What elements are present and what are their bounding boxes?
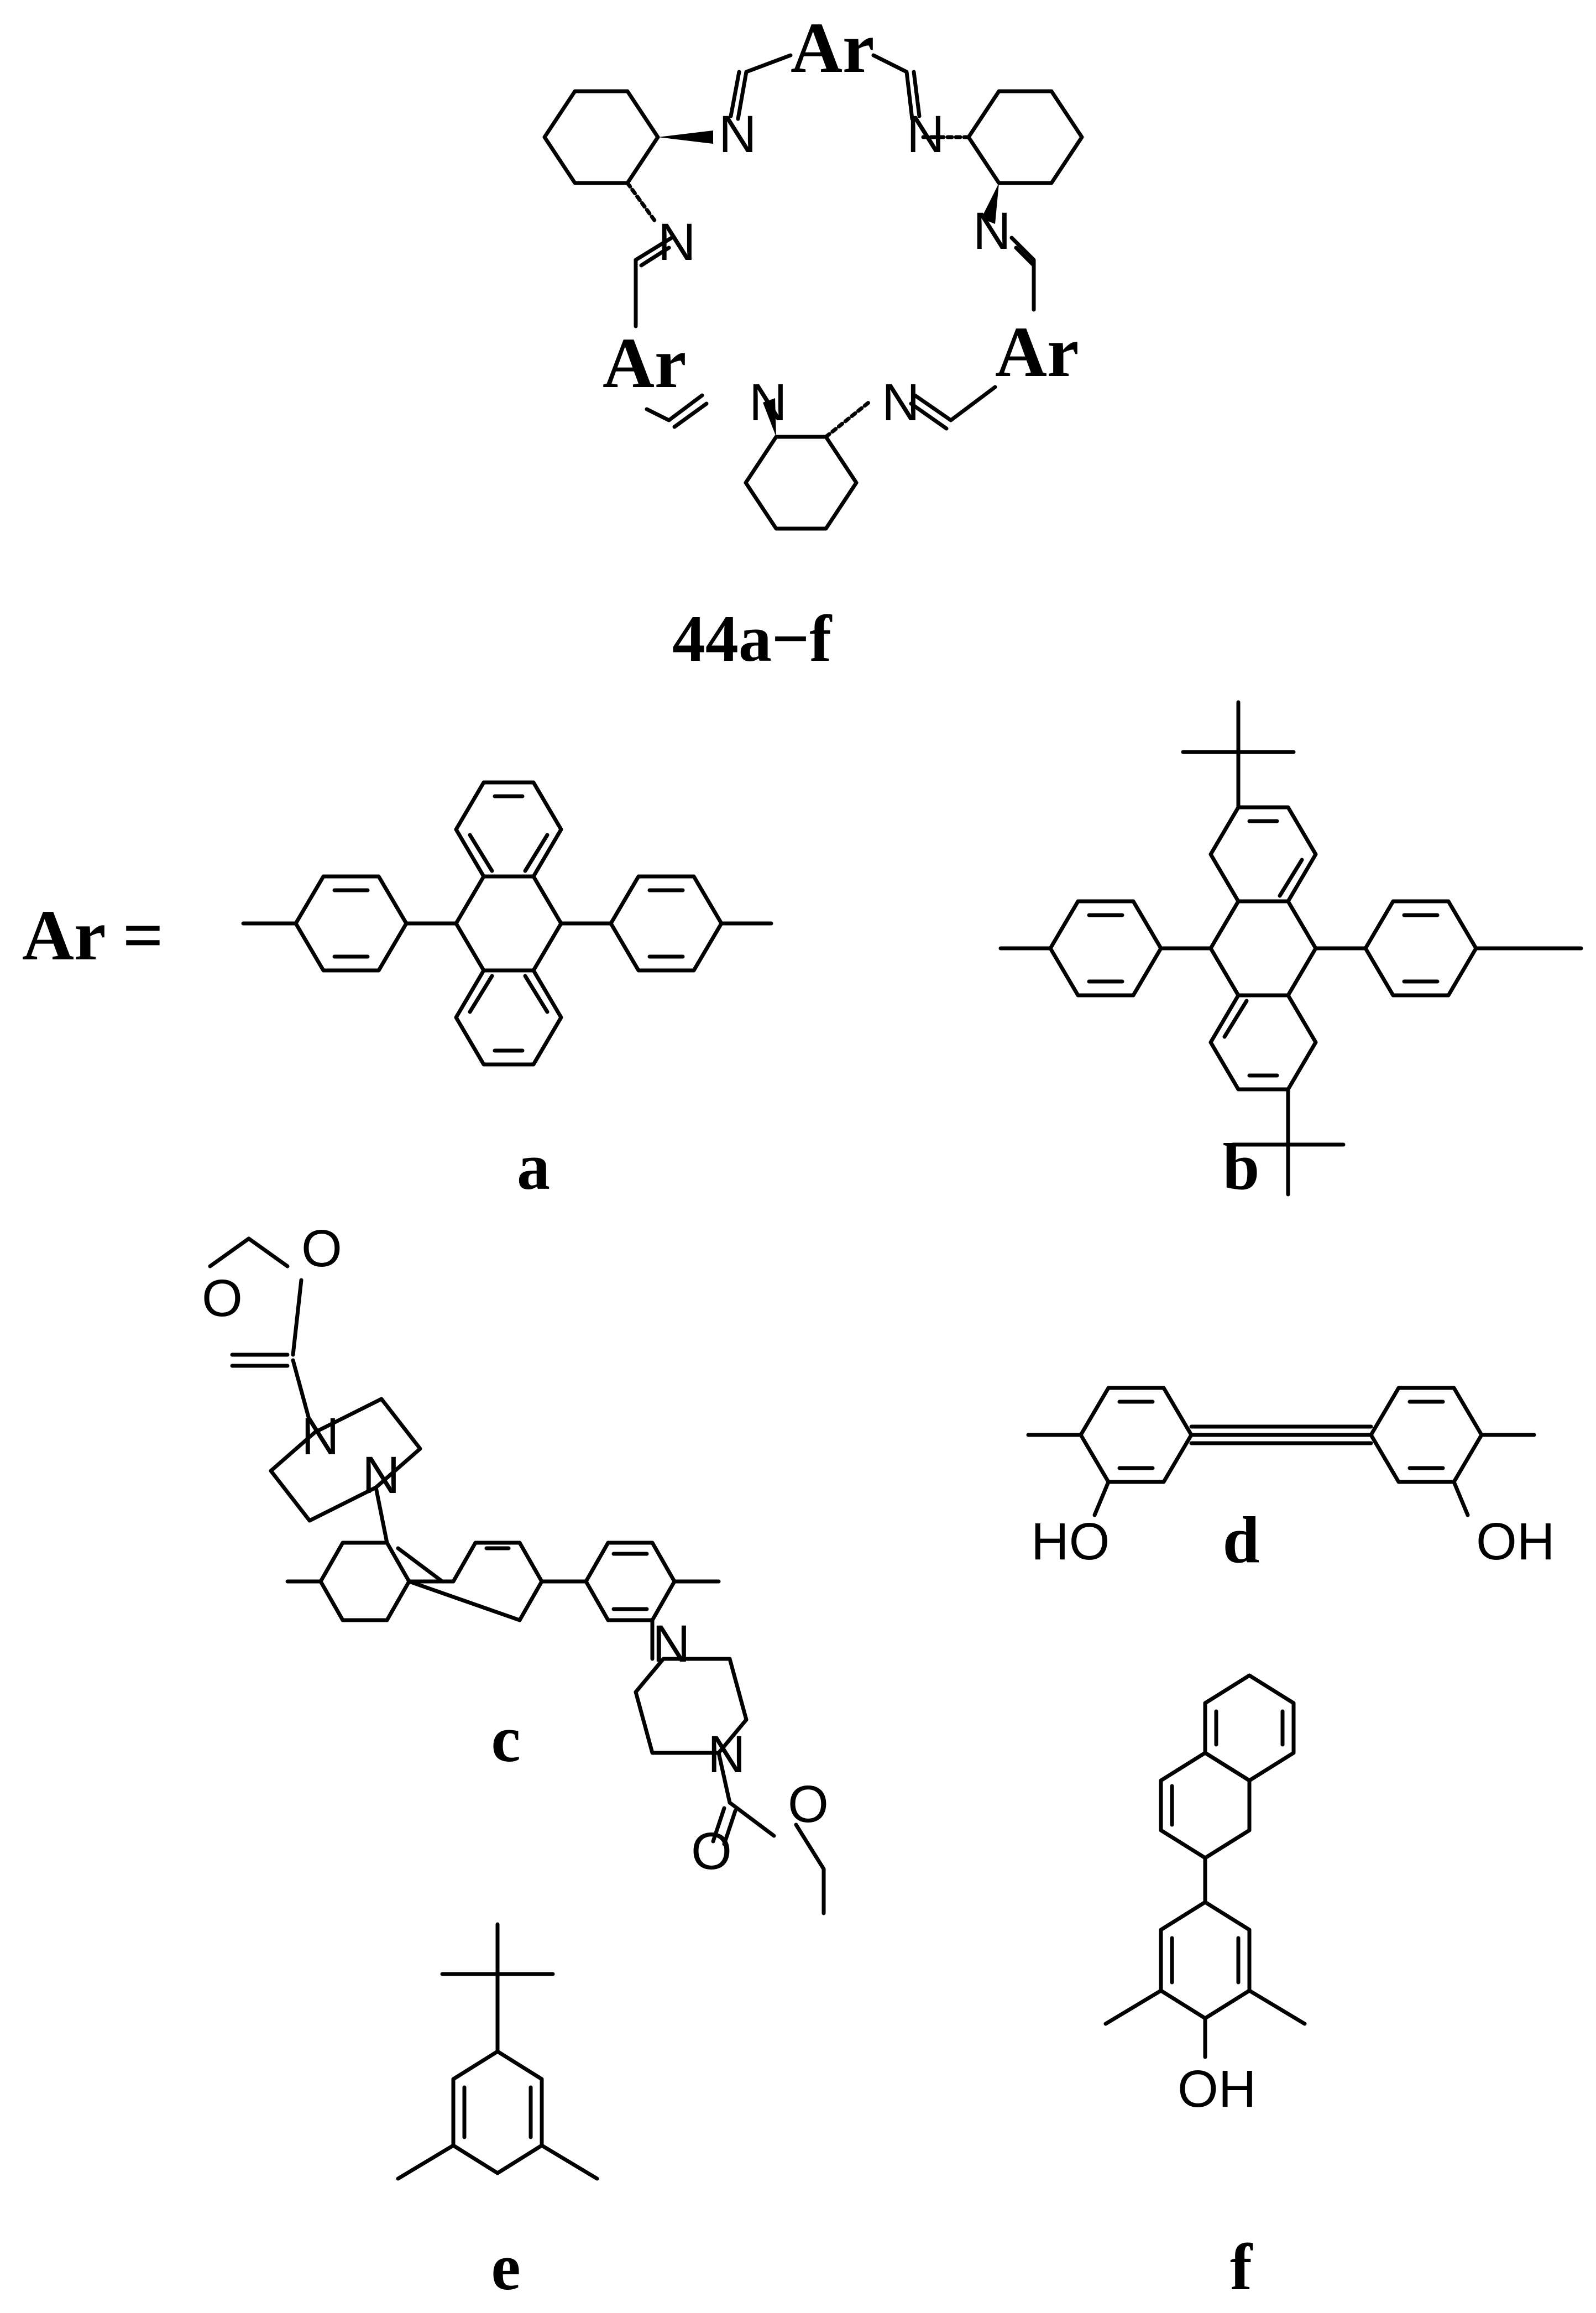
hydroxyl-label: OH [1476, 1512, 1555, 1571]
panel-label-d: d [1223, 1503, 1260, 1576]
ar-label-right: Ar [995, 312, 1079, 392]
nitrogen-label: N [973, 202, 1011, 260]
structure-e [396, 1922, 599, 2181]
ar-label-left: Ar [603, 323, 687, 403]
structure-d [1026, 1386, 1536, 1517]
wedge-bond [763, 398, 776, 437]
anthracene-bottom [454, 968, 563, 1067]
imine-linker-left [634, 236, 674, 328]
macrocycle-structure: N N N N N N Ar Ar Ar [542, 8, 1084, 531]
nitrogen-label: N [362, 1446, 400, 1505]
phenyl-ring [451, 2049, 544, 2175]
oxygen-label: O [788, 1775, 829, 1834]
imine-double-bond [672, 401, 709, 429]
oxygen-label: O [691, 1822, 732, 1881]
anthracene-top [454, 780, 563, 879]
ethyl-group [794, 1823, 826, 1915]
ar-label-top: Ar [791, 8, 875, 88]
wedge-bond [658, 130, 713, 144]
naphthalene-ring [1203, 1673, 1296, 1783]
compound-label: 44a−f [672, 602, 833, 675]
imine-double-bond [1014, 246, 1036, 268]
wedge-bond [981, 183, 999, 224]
nitrogen-label: N [882, 373, 920, 432]
oxygen-label: O [202, 1269, 243, 1328]
nitrogen-label: N [719, 105, 757, 164]
panel-label-c: c [491, 1702, 520, 1776]
hydroxyl-label: HO [1031, 1512, 1110, 1571]
phenyl-ring [407, 1541, 544, 1622]
imine-linker-top-left [736, 53, 793, 121]
panel-label-e: e [491, 2230, 520, 2304]
nitrogen-label: N [301, 1407, 339, 1466]
cyclohexane-top-right [966, 89, 1084, 185]
hydroxyl-label: OH [1178, 2060, 1257, 2118]
imine-double-bond [909, 401, 949, 431]
imine-linker-right [1009, 236, 1036, 312]
structure-f [1103, 1673, 1307, 2059]
cyclohexane-bottom [744, 435, 859, 531]
panel-label-a: a [517, 1130, 550, 1203]
imine-linker-bottom-right [913, 385, 997, 422]
oxygen-label: O [301, 1219, 342, 1278]
imine-double-bond [912, 70, 922, 118]
panel-label-f: f [1230, 2230, 1253, 2304]
nitrogen-label: N [749, 373, 787, 432]
ar-definition: Ar = [22, 896, 164, 975]
hash-bond [824, 399, 873, 439]
anthracene-center [1208, 899, 1318, 998]
nitrogen-label: N [658, 213, 696, 271]
naphthalene-ring [1159, 1751, 1252, 1860]
structure-a [241, 780, 773, 1067]
anthracene-top [1208, 805, 1318, 904]
nitrogen-label: N [652, 1615, 690, 1673]
cyclohexane-top-left [542, 89, 660, 185]
structure-b [998, 700, 1583, 1197]
imine-double-bond [639, 246, 671, 268]
phenol-ring [1159, 1900, 1252, 2020]
phenyl-ring [318, 1541, 411, 1622]
nitrogen-label: N [708, 1725, 746, 1784]
nitrogen-label: N [907, 105, 945, 164]
hash-bond [625, 181, 657, 223]
imine-linker-top-right [871, 53, 914, 121]
anthracene-center [454, 874, 563, 973]
imine-linker-bottom-left [645, 393, 704, 422]
imine-double-bond [729, 70, 741, 118]
ethyl-group [208, 1236, 290, 1268]
structure-c [208, 1236, 826, 1915]
panel-label-b: b [1223, 1130, 1260, 1203]
